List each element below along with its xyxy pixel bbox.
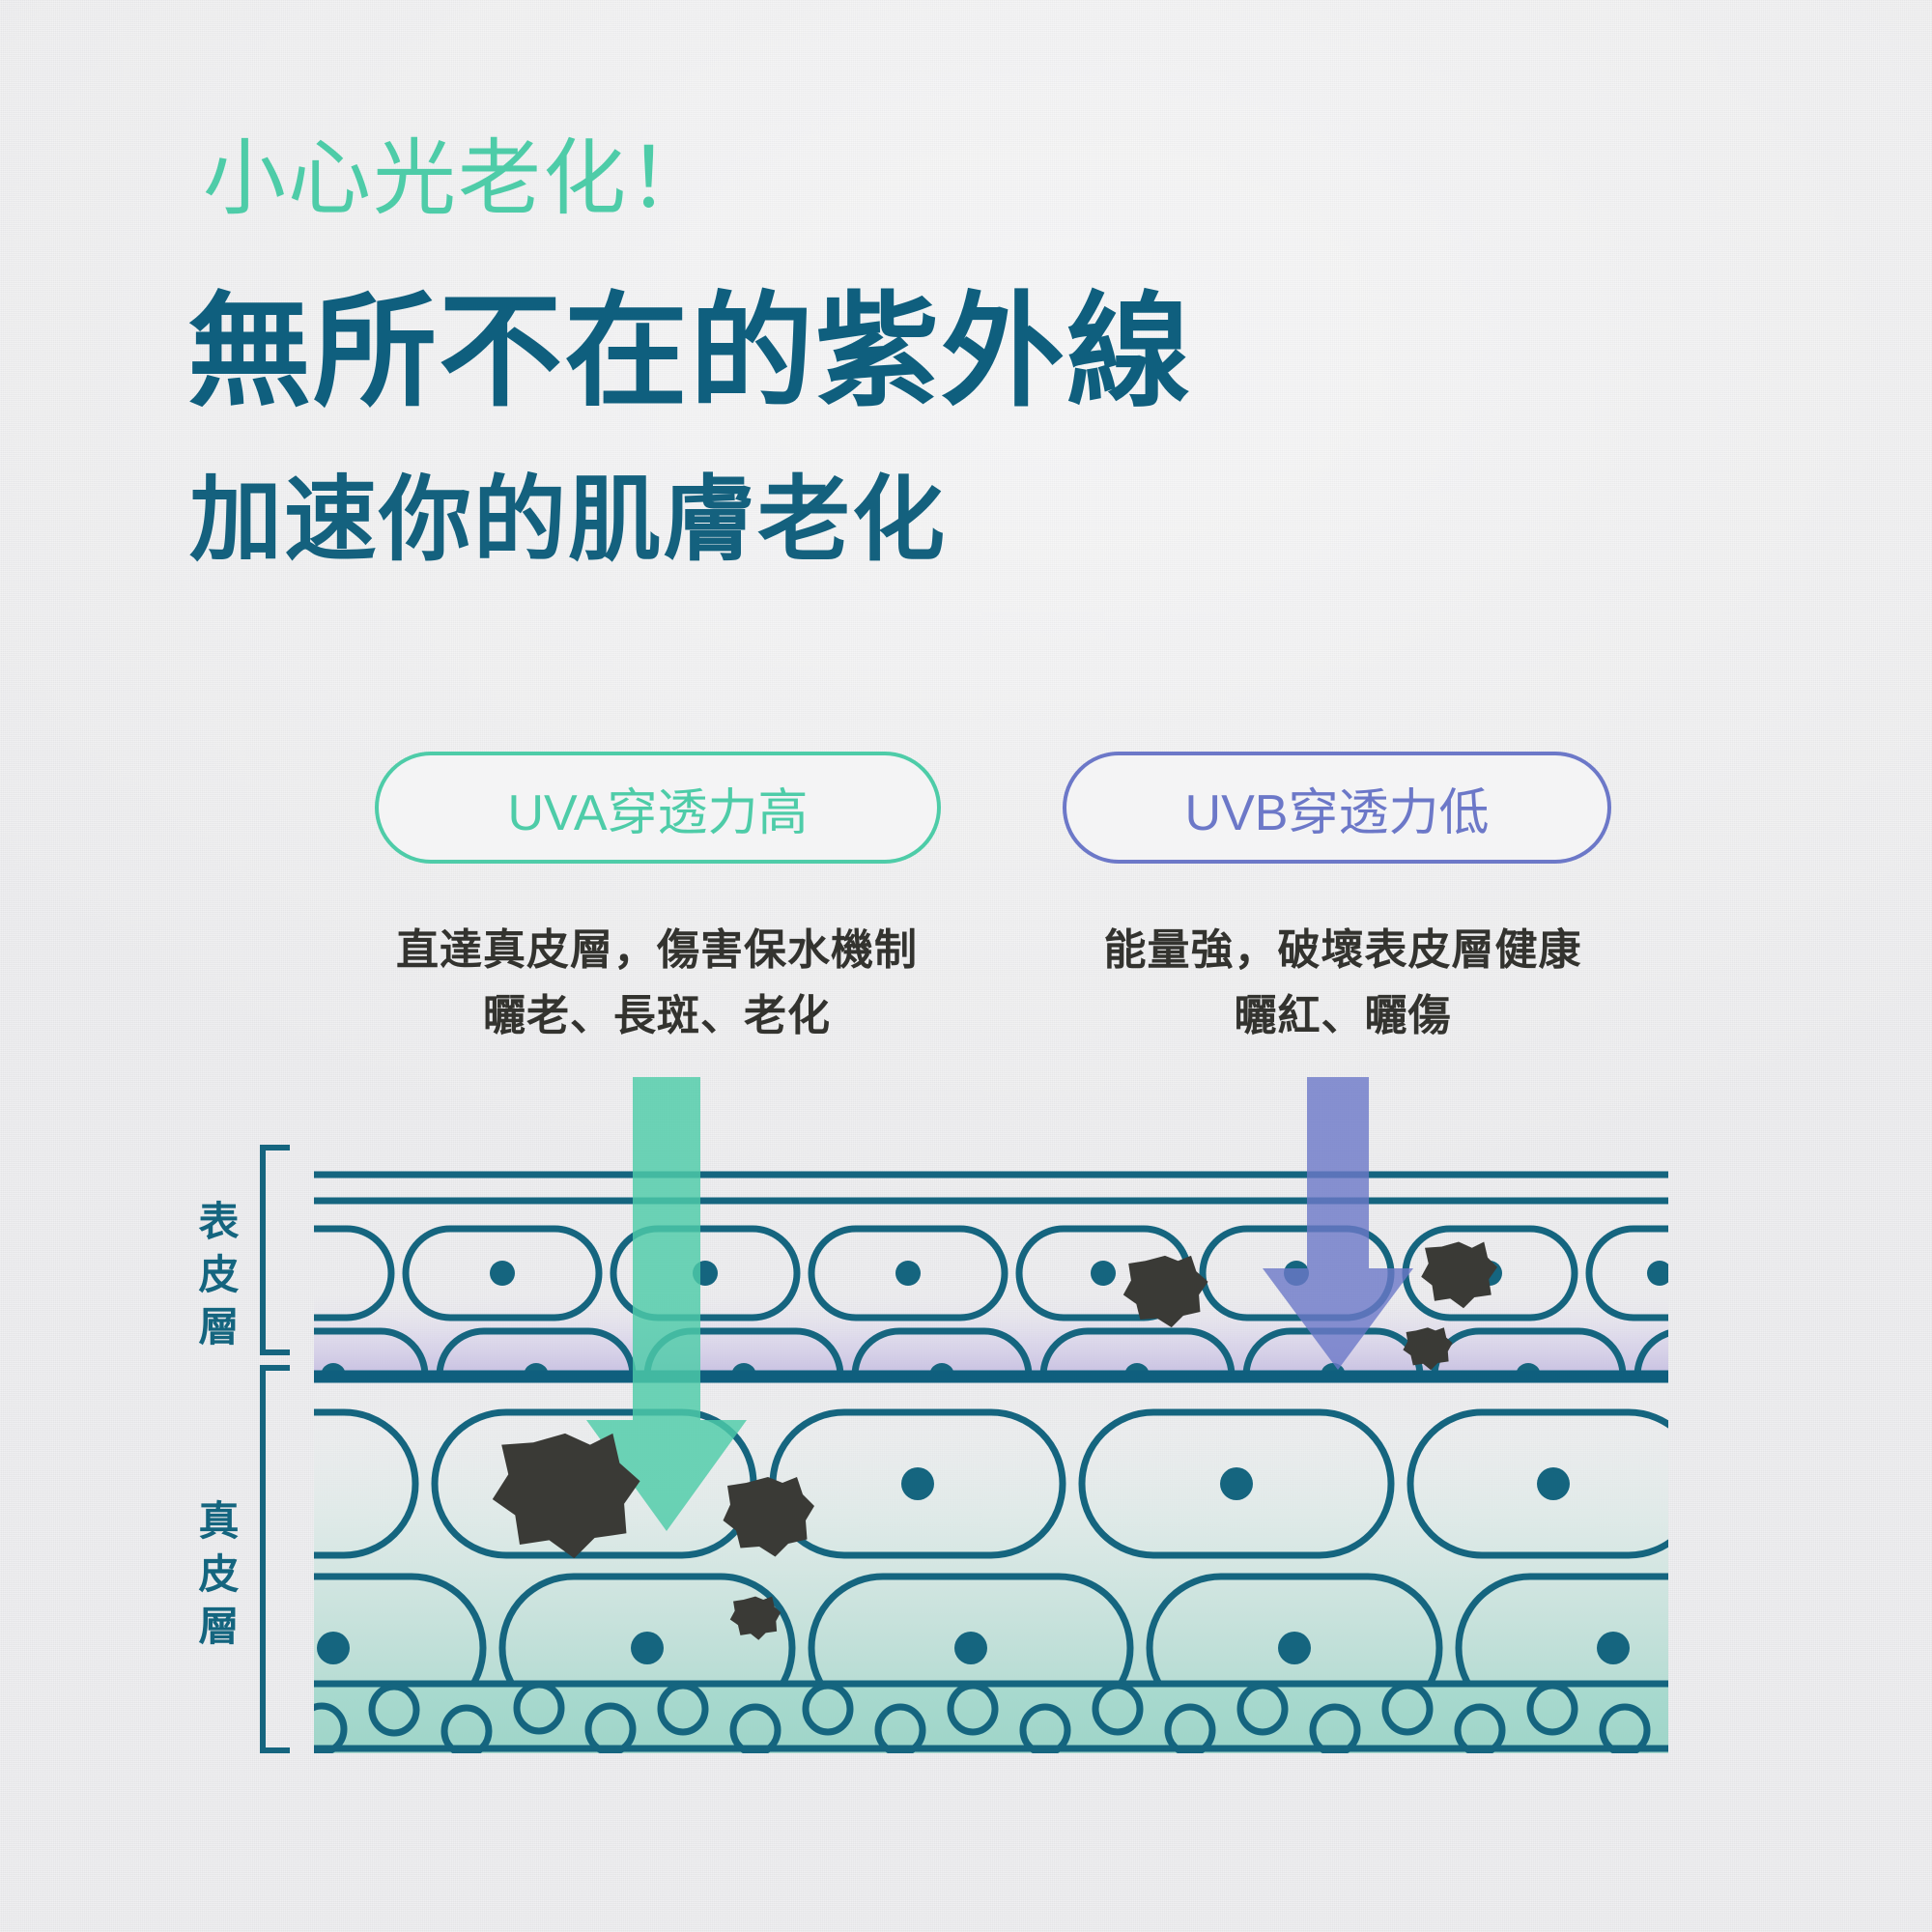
headline-secondary: 加速你的肌膚老化 [189, 469, 947, 572]
layer-label-epidermis-char-3: 層 [198, 1304, 241, 1350]
layer-label-epidermis-char-1: 表 [198, 1199, 241, 1244]
badge-uva[interactable]: UVA穿透力高 [375, 752, 941, 864]
layer-label-dermis-char-1: 真 [198, 1498, 241, 1544]
layer-label-dermis-char-2: 皮 [198, 1550, 241, 1597]
headline-primary: 無所不在的紫外線 [187, 283, 1193, 421]
description-uvb: 能量強，破壞表皮層健康 曬紅、曬傷 [1034, 918, 1652, 1049]
layer-label-epidermis: 表 皮 層 [189, 1196, 249, 1354]
kicker-text: 小心光老化！ [203, 132, 713, 225]
description-uva: 直達真皮層，傷害保水機制 曬老、長斑、老化 [319, 918, 995, 1049]
layer-label-dermis-char-3: 層 [198, 1604, 241, 1650]
description-uvb-line1: 能量強，破壞表皮層健康 [1103, 926, 1582, 974]
layer-label-epidermis-char-2: 皮 [198, 1251, 241, 1297]
description-uvb-line2: 曬紅、曬傷 [1234, 992, 1452, 1040]
badge-uvb-label: UVB穿透力低 [1184, 784, 1490, 841]
badge-uva-label: UVA穿透力高 [507, 784, 809, 841]
description-uva-line2: 曬老、長斑、老化 [483, 992, 831, 1040]
badge-uvb[interactable]: UVB穿透力低 [1063, 752, 1611, 864]
description-uva-line1: 直達真皮層，傷害保水機制 [396, 926, 918, 974]
layer-label-dermis: 真 皮 層 [189, 1495, 249, 1654]
